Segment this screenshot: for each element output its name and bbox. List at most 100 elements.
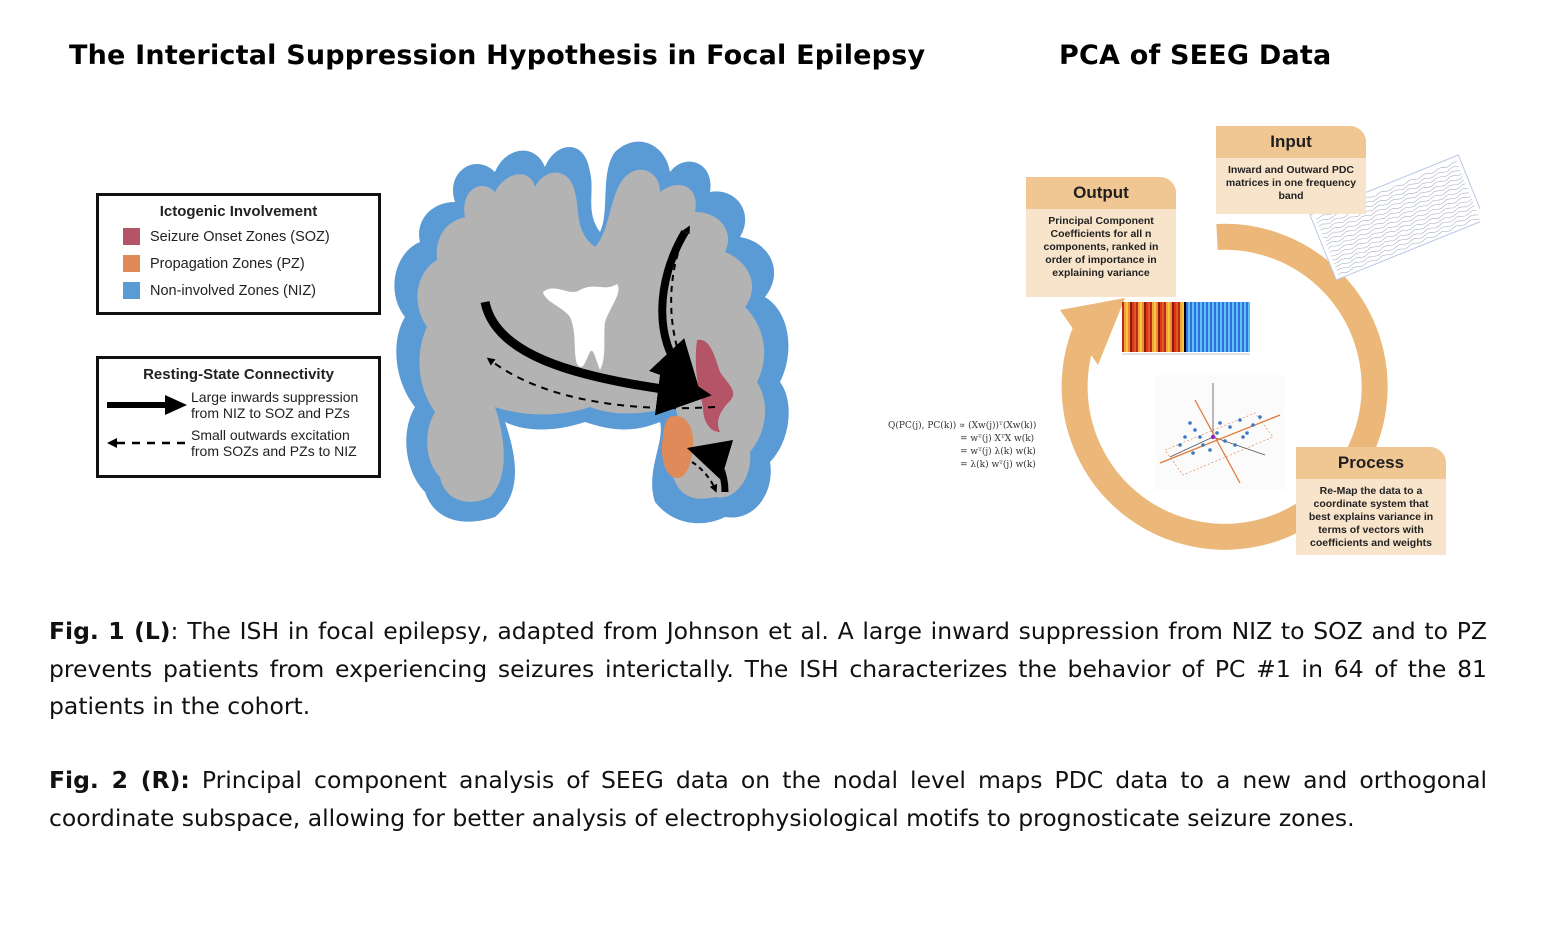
heatmap-bar [1196,302,1198,352]
heatmap-bar [1244,302,1246,352]
eeg-trace [1333,205,1475,264]
brain-coronal-illustration [394,141,789,524]
heatmap-bar [1216,302,1218,352]
heatmap-bar [1248,302,1250,352]
scatter-point [1208,448,1212,452]
heatmap-bar [1200,302,1202,352]
legend-item-soz: Seizure Onset Zones (SOZ) [123,228,378,245]
heatmap-bar [1140,302,1142,352]
heatmap-bar [1126,302,1128,352]
heatmap-bar [1232,302,1234,352]
figure-1-text: : The ISH in focal epilepsy, adapted fro… [49,617,1488,720]
scatter-point [1188,421,1192,425]
scatter-point [1241,435,1245,439]
eeg-trace [1329,196,1471,253]
pca-equation: Q(PC(j), PC(k)) ∝ (Xw(j))ᵀ(Xw(k)) = wᵀ(j… [888,420,1036,472]
output-step-body: Principal Component Coefficients for all… [1043,215,1159,279]
heatmap-bar [1156,302,1158,352]
heatmap-bar [1178,302,1180,352]
equation-line: = wᵀ(j) XᵀX w(k) [960,434,1035,444]
heatmap-bar [1192,302,1194,352]
equation-line: = λ(k) wᵀ(j) w(k) [960,460,1036,470]
heatmap-bar [1130,302,1132,352]
heatmap-bar [1128,302,1130,352]
eeg-trace [1318,170,1461,227]
heatmap-bar [1180,302,1182,352]
connectivity-legend: Resting-State Connectivity Large inwards… [96,356,381,478]
heatmap-bar [1222,302,1224,352]
heatmap-bar [1122,302,1124,352]
heatmap-bar [1226,302,1228,352]
ictogenic-legend: Ictogenic Involvement Seizure Onset Zone… [96,193,381,315]
heatmap-bar [1174,302,1176,352]
scatter-point [1178,443,1182,447]
scatter-point [1233,443,1237,447]
process-step-heading: Process [1296,447,1446,479]
heatmap-bar [1208,302,1210,352]
legend-label: Small outwards excitation [191,427,350,443]
input-step-body: Inward and Outward PDC matrices in one f… [1225,164,1357,202]
process-step-body: Re-Map the data to a coordinate system t… [1308,485,1434,549]
heatmap-bar [1172,302,1174,352]
process-step-box: Process Re-Map the data to a coordinate … [1296,447,1446,555]
heatmap-bar [1246,302,1248,352]
legend-label: Large inwards suppression [191,389,359,405]
figure-1-caption: Fig. 1 (L): The ISH in focal epilepsy, a… [49,613,1487,726]
heatmap-bar [1170,302,1172,352]
heatmap-bar [1154,302,1156,352]
heatmap-bar [1158,302,1160,352]
heatmap-bar [1204,302,1206,352]
excitation-arrow [691,461,718,493]
scatter-point [1193,428,1197,432]
heatmap-bar [1236,302,1238,352]
heatmap-bar [1132,302,1134,352]
legend-label: Propagation Zones (PZ) [150,255,305,272]
legend-item-excitation: Small outwards excitation from SOZs and … [99,427,378,459]
connectivity-legend-heading: Resting-State Connectivity [143,366,334,383]
heatmap-bar [1202,302,1204,352]
pz-region [661,416,694,478]
heatmap-bar [1148,302,1150,352]
eeg-trace [1321,176,1463,235]
pz-swatch [123,255,140,272]
suppression-arrow [480,300,712,416]
scatter-point [1191,451,1195,455]
eeg-trace [1330,198,1472,257]
heatmap-bar [1218,302,1220,352]
heatmap-bar [1212,302,1214,352]
heatmap-bar [1220,302,1222,352]
eeg-trace [1320,173,1462,231]
scatter-point [1218,421,1222,425]
heatmap-bar [1164,302,1166,352]
scatter-point [1215,431,1219,435]
heatmap-bar [1238,302,1240,352]
heatmap-bar [1230,302,1232,352]
eeg-trace [1327,192,1470,249]
input-step-box: Input Inward and Outward PDC matrices in… [1216,126,1366,214]
heatmap-bar [1190,302,1192,352]
excitation-arrow [670,225,690,358]
right-figure-title: PCA of SEEG Data [1059,40,1332,71]
heatmap-bar [1224,302,1226,352]
heatmap-bar [1210,302,1212,352]
heatmap-bar [1124,302,1126,352]
input-step-heading: Input [1216,126,1366,158]
pc-coefficient-heatmap [1122,302,1250,355]
scatter-point [1251,423,1255,427]
excitation-arrow [486,357,716,410]
heatmap-bar [1228,302,1230,352]
heatmap-bar [1160,302,1162,352]
eeg-trace [1335,210,1477,268]
eeg-trace [1324,183,1466,242]
eeg-trace [1323,179,1465,238]
eeg-trace [1326,188,1468,246]
heatmap-bar [1182,302,1184,352]
cycle-arrowhead [1060,298,1125,365]
output-step-box: Output Principal Component Coefficients … [1026,177,1176,297]
legend-label: from SOZs and PZs to NIZ [191,443,357,459]
heatmap-bar [1134,302,1136,352]
heatmap-bar [1242,302,1244,352]
ventricle [543,284,619,370]
eeg-trace [1332,201,1474,261]
scatter-point [1201,443,1205,447]
